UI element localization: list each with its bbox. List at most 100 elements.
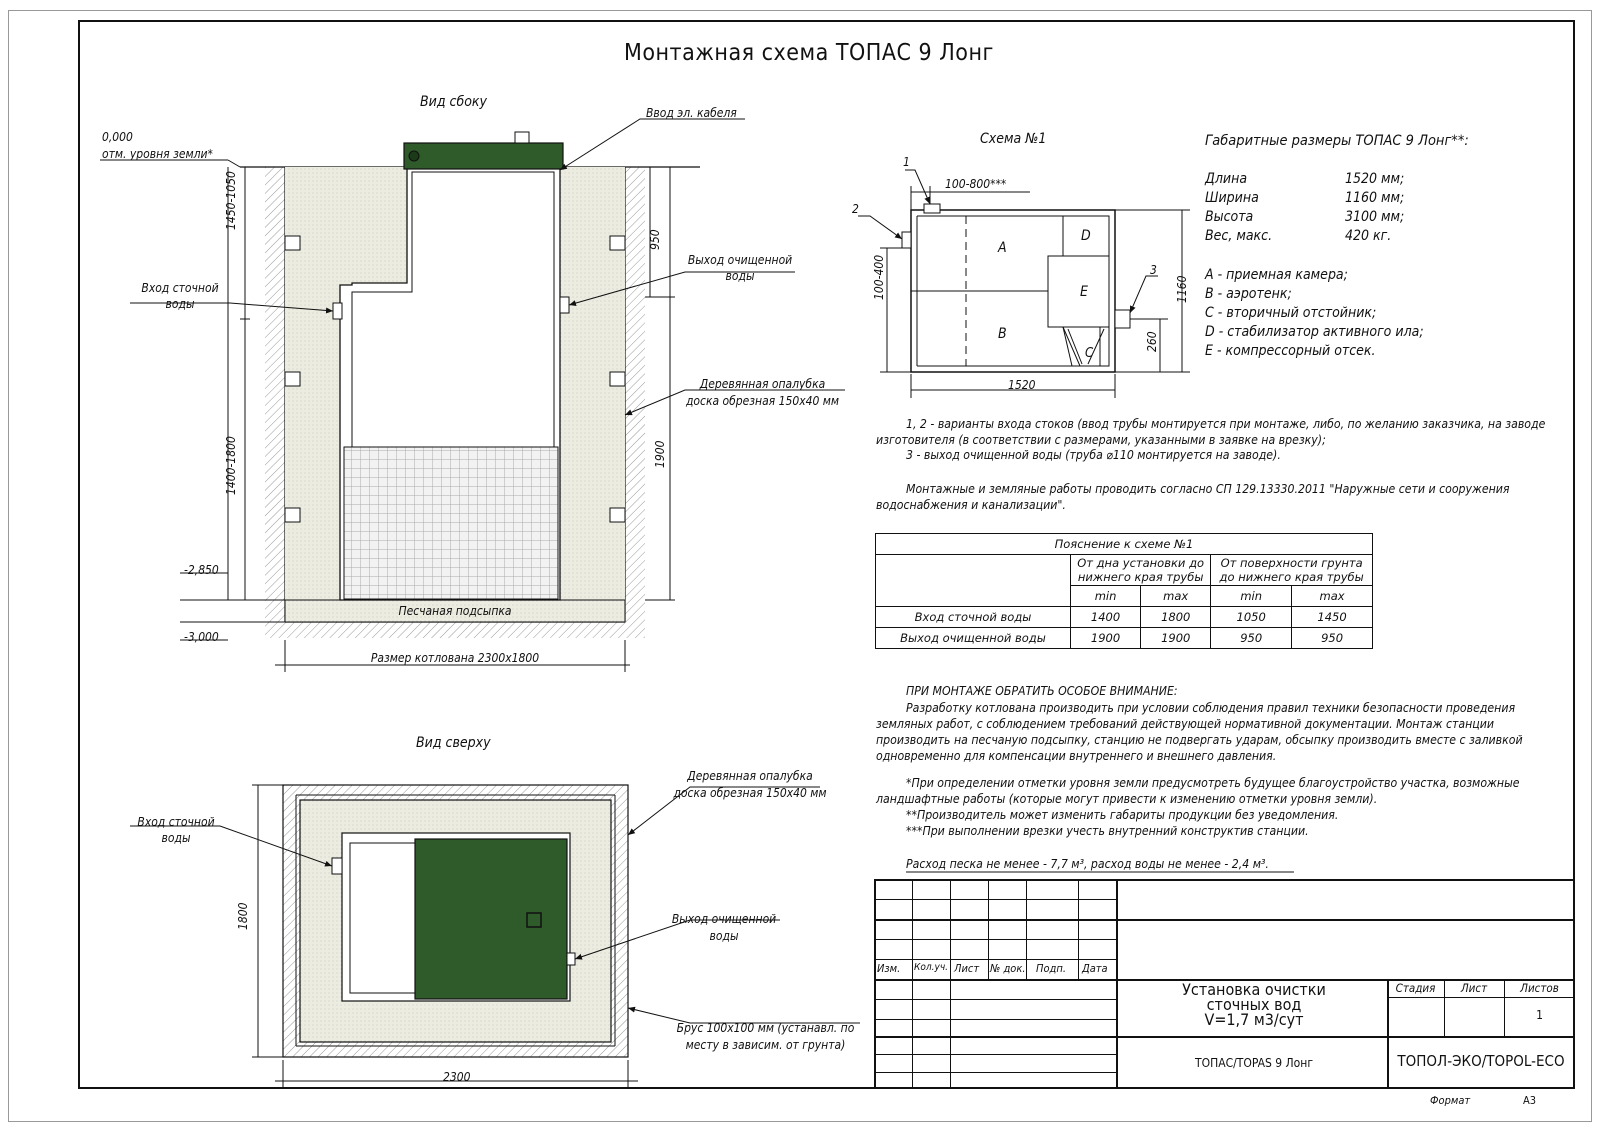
spec-val-length: 1520 мм; <box>1345 171 1405 187</box>
table-row: Вход сточной воды 1400 1800 1050 1450 <box>875 606 1373 628</box>
scheme1-num-3: 3 <box>1150 263 1157 277</box>
top-inlet-label-1: Вход сточной <box>137 815 215 829</box>
mark-2850: -2,850 <box>184 563 219 577</box>
scheme1-drawing <box>858 169 1190 398</box>
side-outlet-label-1: Выход очищенной <box>687 253 793 267</box>
table-row-name: Выход очищенной воды <box>875 627 1071 649</box>
format-label: Формат <box>1430 1094 1471 1107</box>
side-inlet-label-2: воды <box>165 297 195 311</box>
stamp-sheets-value: 1 <box>1536 1008 1543 1022</box>
table-cell: 1450 <box>1291 606 1373 628</box>
legend-c: C - вторичный отстойник; <box>1205 305 1377 321</box>
consumption-note: Расход песка не менее - 7,7 м³, расход в… <box>906 857 1269 871</box>
attention-heading: ПРИ МОНТАЖЕ ОБРАТИТЬ ОСОБОЕ ВНИМАНИЕ: <box>906 684 1178 698</box>
drawing-frame <box>78 20 1575 1089</box>
stamp-sheets-label: Листов <box>1520 981 1559 995</box>
scheme1-zone-a: A <box>998 240 1007 256</box>
legend-a: A - приемная камера; <box>1205 267 1348 283</box>
explanation-table: Пояснение к схеме №1 От дна установки до… <box>875 533 1373 649</box>
dim-1400-1800: 1400-1800 <box>224 436 238 495</box>
specs-heading: Габаритные размеры ТОПАС 9 Лонг**: <box>1205 133 1469 149</box>
top-dim-1800: 1800 <box>236 902 250 930</box>
spec-val-weight: 420 кг. <box>1345 228 1392 244</box>
top-view-drawing <box>130 784 860 1088</box>
top-inlet-label-2: воды <box>161 831 191 845</box>
top-formwork-label-1: Деревянная опалубка <box>687 769 813 783</box>
stamp-name-1: Установка очистки <box>1182 980 1326 999</box>
outer-border <box>8 10 1592 1122</box>
table-cell: 1800 <box>1140 606 1212 628</box>
scheme1-dim-1520: 1520 <box>1008 378 1036 392</box>
format-value: А3 <box>1523 1094 1537 1107</box>
spec-val-height: 3100 мм; <box>1345 209 1405 225</box>
dim-1900: 1900 <box>653 440 667 468</box>
legend-e: E - компрессорный отсек. <box>1205 343 1376 359</box>
stamp-product: ТОПАС/TOPAS 9 Лонг <box>1194 1056 1314 1070</box>
scheme1-dim-100-400: 100-400 <box>872 254 886 300</box>
table-col-group-1: От дна установки до нижнего края трубы <box>1069 554 1212 586</box>
ground-mark: 0,000 <box>102 130 133 144</box>
dim-1450-1050: 1450-1050 <box>224 171 238 230</box>
scheme1-zone-e: E <box>1080 284 1088 300</box>
top-outlet-label-1: Выход очищенной <box>671 912 777 926</box>
top-outlet-label-2: воды <box>709 929 739 943</box>
footnote-2: **Производитель может изменить габариты … <box>906 808 1339 822</box>
stamp-col-kolvo: Кол.уч. <box>914 962 948 973</box>
beam-label-1: Брус 100х100 мм (устанавл. по <box>676 1021 855 1035</box>
scheme1-dim-1160: 1160 <box>1175 275 1189 303</box>
scheme1-dim-260: 260 <box>1145 331 1159 352</box>
note-standards: Монтажные и земляные работы проводить со… <box>876 482 1510 512</box>
mark-3000: -3,000 <box>184 630 219 644</box>
legend-d: D - стабилизатор активного ила; <box>1205 324 1424 340</box>
side-view-drawing <box>100 118 845 672</box>
spec-key-width: Ширина <box>1205 190 1259 206</box>
stamp-col-data: Дата <box>1082 962 1108 975</box>
attention-text: Разработку котлована производить при усл… <box>876 701 1523 763</box>
legend-b: B - аэротенк; <box>1205 286 1292 302</box>
side-formwork-label-1: Деревянная опалубка <box>699 377 826 391</box>
scheme1-zone-b: B <box>998 326 1007 342</box>
table-row: Выход очищенной воды 1900 1900 950 950 <box>875 627 1373 649</box>
note-inlet-variants: 1, 2 - варианты входа стоков (ввод трубы… <box>876 417 1546 447</box>
table-cell: 1050 <box>1210 606 1293 628</box>
ground-note: отм. уровня земли* <box>102 147 213 161</box>
table-sub-max-2: max <box>1291 585 1373 607</box>
pit-size-label: Размер котлована 2300х1800 <box>370 651 540 665</box>
stamp-sheet-label: Лист <box>1460 981 1488 995</box>
table-row-name: Вход сточной воды <box>875 606 1071 628</box>
spec-key-height: Высота <box>1205 209 1254 225</box>
top-view-heading: Вид сверху <box>416 735 491 751</box>
scheme1-zone-d: D <box>1081 228 1091 244</box>
scheme1-num-2: 2 <box>852 202 859 216</box>
stamp-col-doc: № док. <box>990 962 1026 975</box>
stamp-col-list: Лист <box>954 962 980 975</box>
dim-950: 950 <box>648 229 662 250</box>
spec-val-width: 1160 мм; <box>1345 190 1405 206</box>
page-title: Монтажная схема ТОПАС 9 Лонг <box>624 40 994 66</box>
scheme1-zone-c: C <box>1085 346 1094 361</box>
table-col-group-2: От поверхности грунта до нижнего края тр… <box>1210 554 1373 586</box>
side-formwork-label-2: доска обрезная 150х40 мм <box>685 394 840 408</box>
note-outlet: 3 - выход очищенной воды (труба ⌀110 мон… <box>906 448 1281 462</box>
table-sub-min-2: min <box>1210 585 1293 607</box>
stamp-col-izm: Изм. <box>877 962 901 975</box>
table-cell: 950 <box>1210 627 1293 649</box>
footnote-3: ***При выполнении врезки учесть внутренн… <box>906 824 1309 838</box>
scheme1-dim-100-800: 100-800*** <box>945 177 1007 191</box>
spec-key-weight: Вес, макс. <box>1205 228 1273 244</box>
cable-inlet-label: Ввод эл. кабеля <box>646 106 737 120</box>
stamp-col-podp: Подп. <box>1036 962 1066 975</box>
stamp-name-3: V=1,7 м3/сут <box>1204 1010 1304 1029</box>
side-inlet-label-1: Вход сточной <box>141 281 219 295</box>
table-cell: 1900 <box>1069 627 1142 649</box>
table-cell: 950 <box>1291 627 1373 649</box>
scheme1-heading: Схема №1 <box>980 131 1047 147</box>
sand-bed-label: Песчаная подсыпка <box>398 604 512 618</box>
side-outlet-label-2: воды <box>725 269 755 283</box>
top-dim-2300: 2300 <box>443 1070 471 1084</box>
side-view-heading: Вид сбоку <box>420 94 487 110</box>
top-formwork-label-2: доска обрезная 150х40 мм <box>673 786 827 800</box>
table-sub-max-1: max <box>1140 585 1212 607</box>
title-block: Изм. Кол.уч. Лист № док. Подп. Дата Уста… <box>874 879 1575 1089</box>
footnote-1: *При определении отметки уровня земли пр… <box>876 776 1520 806</box>
